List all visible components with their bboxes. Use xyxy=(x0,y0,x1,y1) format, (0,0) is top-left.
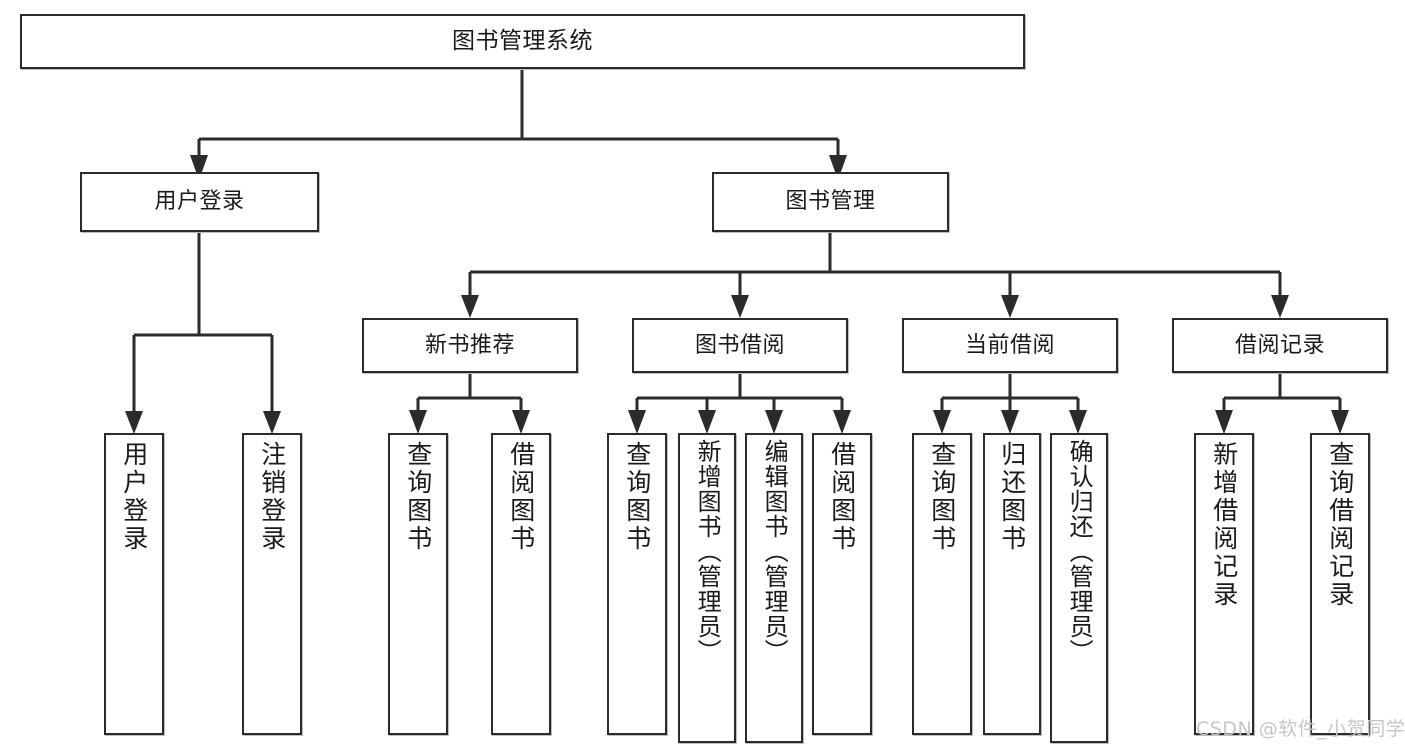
node-label: 确认归还（管理员） xyxy=(1065,439,1094,664)
node-label: 用户登录 xyxy=(119,441,149,553)
node-label: 借阅图书 xyxy=(827,441,857,553)
arrowhead-leaf-record-1 xyxy=(1331,410,1349,434)
arrowhead-leaf-current-1 xyxy=(1001,410,1019,434)
node-label: 编辑图书（管理员） xyxy=(760,439,789,664)
node-label: 归还图书 xyxy=(997,441,1027,553)
arrowhead-leaf-user-1 xyxy=(263,411,281,434)
leaf-new-book-borrow[interactable]: 借阅图书 xyxy=(491,433,551,735)
node-label: 用户登录 xyxy=(154,189,245,215)
arrowhead-leaf-borrow-3 xyxy=(833,410,851,434)
csdn-watermark: CSDN @软件_小贺同学 xyxy=(1196,718,1405,740)
node-label: 图书借阅 xyxy=(694,332,785,358)
arrowhead-leaf-newbook-0 xyxy=(409,410,427,434)
leaf-current-borrow-confirm-return[interactable]: 确认归还（管理员） xyxy=(1050,433,1108,743)
arrowhead-leaf-user-0 xyxy=(125,411,143,434)
node-label: 借阅图书 xyxy=(506,441,536,553)
arrowhead-leaf-borrow-0 xyxy=(628,410,646,434)
arrowhead-leaf-newbook-1 xyxy=(512,410,530,434)
node-root-system[interactable]: 图书管理系统 xyxy=(20,14,1025,69)
leaf-book-borrow-edit[interactable]: 编辑图书（管理员） xyxy=(745,433,803,743)
arrowhead-l3-0 xyxy=(461,295,479,318)
node-label: 新增借阅记录 xyxy=(1209,441,1239,609)
leaf-user-login-login[interactable]: 用户登录 xyxy=(104,433,164,735)
arrowhead-l3-1 xyxy=(731,295,749,318)
arrowhead-leaf-borrow-1 xyxy=(698,410,716,434)
leaf-current-borrow-return[interactable]: 归还图书 xyxy=(983,433,1041,735)
node-user-login[interactable]: 用户登录 xyxy=(80,172,319,232)
node-current-borrow[interactable]: 当前借阅 xyxy=(902,318,1118,373)
leaf-borrow-record-add[interactable]: 新增借阅记录 xyxy=(1194,433,1254,735)
leaf-current-borrow-query[interactable]: 查询图书 xyxy=(912,433,972,735)
leaf-book-borrow-add[interactable]: 新增图书（管理员） xyxy=(678,433,736,743)
arrowhead-leaf-current-2 xyxy=(1069,410,1087,434)
node-borrow-record[interactable]: 借阅记录 xyxy=(1172,318,1388,373)
arrowhead-leaf-current-0 xyxy=(933,410,951,434)
node-label: 注销登录 xyxy=(257,441,287,553)
arrowhead-leaf-borrow-2 xyxy=(765,410,783,434)
node-label: 查询借阅记录 xyxy=(1325,441,1355,609)
leaf-borrow-record-query[interactable]: 查询借阅记录 xyxy=(1310,433,1370,735)
node-label: 新增图书（管理员） xyxy=(693,439,722,664)
leaf-new-book-query[interactable]: 查询图书 xyxy=(388,433,448,735)
node-label: 查询图书 xyxy=(927,441,957,553)
node-label: 图书管理 xyxy=(785,189,876,215)
node-book-borrow[interactable]: 图书借阅 xyxy=(632,318,848,373)
leaf-book-borrow-query[interactable]: 查询图书 xyxy=(607,433,667,735)
leaf-book-borrow-borrow[interactable]: 借阅图书 xyxy=(812,433,872,735)
node-label: 图书管理系统 xyxy=(452,28,593,55)
node-label: 查询图书 xyxy=(403,441,433,553)
node-new-book-recommend[interactable]: 新书推荐 xyxy=(362,318,578,373)
arrowhead-l3-3 xyxy=(1271,295,1289,318)
node-label: 查询图书 xyxy=(622,441,652,553)
node-book-management[interactable]: 图书管理 xyxy=(712,172,949,232)
arrowhead-l3-2 xyxy=(1001,295,1019,318)
node-label: 借阅记录 xyxy=(1234,332,1325,358)
node-label: 新书推荐 xyxy=(424,332,515,358)
leaf-user-login-logout[interactable]: 注销登录 xyxy=(242,433,302,735)
node-label: 当前借阅 xyxy=(964,332,1055,358)
arrowhead-leaf-record-0 xyxy=(1215,410,1233,434)
